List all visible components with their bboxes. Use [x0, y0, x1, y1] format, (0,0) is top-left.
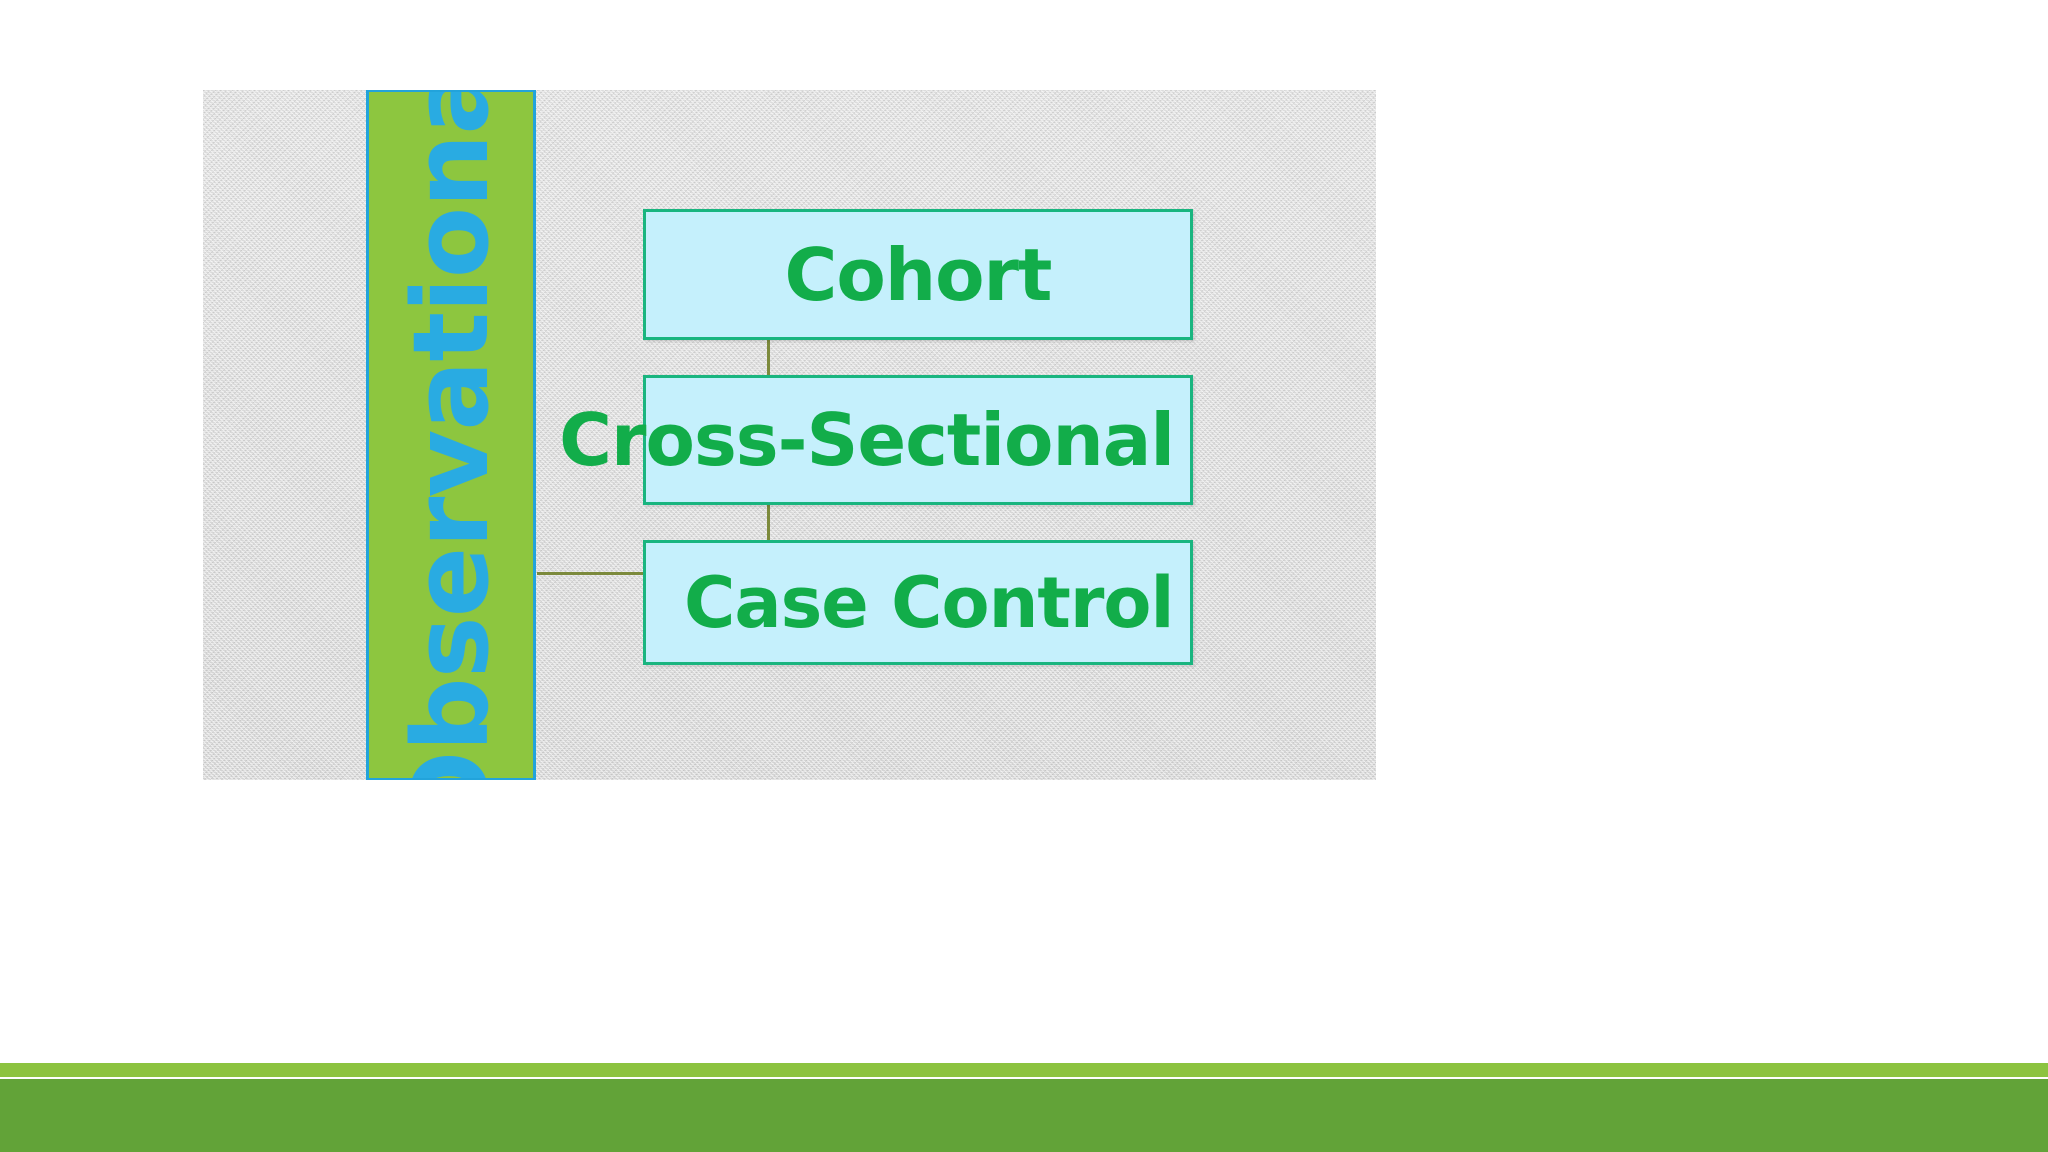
node-label-case-control: Case Control	[684, 561, 1174, 644]
footer-main-bar	[0, 1079, 2048, 1152]
node-box-cohort[interactable]: Cohort	[643, 209, 1193, 340]
category-bar-observational[interactable]: Observational	[366, 90, 536, 780]
footer-accent-bar	[0, 1063, 2048, 1077]
node-label-cohort: Cohort	[784, 232, 1053, 317]
category-bar-label: Observational	[390, 90, 512, 780]
node-label-cross-sectional: Cross-Sectional	[559, 398, 1175, 482]
node-box-case-control[interactable]: Case Control	[643, 540, 1193, 665]
node-box-cross-sectional[interactable]: Cross-Sectional	[559, 375, 1193, 505]
